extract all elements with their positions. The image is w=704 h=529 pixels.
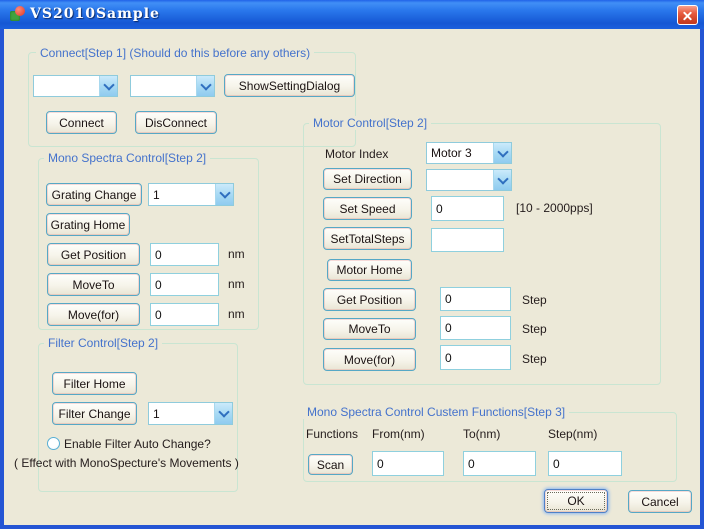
scan-button[interactable]: Scan <box>308 454 353 475</box>
title-bar: VS2010Sample <box>0 0 704 29</box>
ok-button[interactable]: OK <box>544 489 608 513</box>
motor-position-unit: Step <box>522 293 547 307</box>
chevron-down-icon[interactable] <box>493 143 511 163</box>
filter-auto-change-label: Enable Filter Auto Change? <box>64 437 211 451</box>
window-title: VS2010Sample <box>30 6 160 22</box>
filter-group-label: Filter Control[Step 2] <box>44 336 163 350</box>
set-speed-button[interactable]: Set Speed <box>323 197 412 220</box>
connect-combo-2[interactable] <box>130 75 215 97</box>
motor-moveto-input[interactable] <box>440 316 511 340</box>
mono-get-position-button[interactable]: Get Position <box>47 243 140 266</box>
scan-from-input[interactable] <box>372 451 444 476</box>
cancel-button[interactable]: Cancel <box>628 490 692 513</box>
connect-group-label: Connect[Step 1] (Should do this before a… <box>36 46 315 60</box>
filter-note: ( Effect with MonoSpecture's Movements ) <box>14 456 239 470</box>
grating-select[interactable]: 1 <box>148 183 234 206</box>
motor-get-position-button[interactable]: Get Position <box>323 288 416 311</box>
app-icon <box>9 6 25 22</box>
motor-index-value: Motor 3 <box>431 146 472 160</box>
mono-movefor-input[interactable] <box>150 303 219 326</box>
grating-home-button[interactable]: Grating Home <box>46 213 130 236</box>
grating-change-button[interactable]: Grating Change <box>46 183 142 206</box>
scan-to-input[interactable] <box>463 451 536 476</box>
filter-auto-change-radio[interactable] <box>47 437 60 450</box>
chevron-down-icon[interactable] <box>215 184 233 205</box>
mono-moveto-button[interactable]: MoveTo <box>47 273 140 296</box>
scan-step-input[interactable] <box>548 451 622 476</box>
motor-total-steps-input[interactable] <box>431 228 504 252</box>
chevron-down-icon[interactable] <box>493 170 511 190</box>
disconnect-button[interactable]: DisConnect <box>135 111 217 134</box>
chevron-down-icon[interactable] <box>196 76 214 96</box>
mono-position-input[interactable] <box>150 243 219 266</box>
filter-select-value: 1 <box>153 406 160 421</box>
mono-position-unit: nm <box>228 247 245 261</box>
scan-functions-label: Functions <box>306 427 359 441</box>
motor-moveto-button[interactable]: MoveTo <box>323 318 416 340</box>
scan-from-label: From(nm) <box>372 427 425 441</box>
scan-to-label: To(nm) <box>463 427 501 441</box>
motor-speed-range-label: [10 - 2000pps] <box>516 201 593 215</box>
mono-movefor-button[interactable]: Move(for) <box>47 303 140 326</box>
set-total-steps-button[interactable]: SetTotalSteps <box>323 227 412 250</box>
show-setting-dialog-button[interactable]: ShowSettingDialog <box>224 74 355 97</box>
scan-group-label: Mono Spectra Control Custem Functions[St… <box>303 405 570 419</box>
scan-step-label: Step(nm) <box>548 427 598 441</box>
motor-position-input[interactable] <box>440 287 511 311</box>
motor-group-label: Motor Control[Step 2] <box>309 116 432 130</box>
motor-direction-select[interactable] <box>426 169 512 191</box>
motor-index-select[interactable]: Motor 3 <box>426 142 512 164</box>
motor-speed-input[interactable] <box>431 196 504 221</box>
app-icon-green-part <box>10 11 20 21</box>
motor-groupbox <box>303 123 661 385</box>
app-icon-red-part <box>15 6 25 16</box>
chevron-down-icon[interactable] <box>99 76 117 96</box>
filter-select[interactable]: 1 <box>148 402 233 425</box>
mono-spectra-group-label: Mono Spectra Control[Step 2] <box>44 151 211 165</box>
motor-movefor-unit: Step <box>522 352 547 366</box>
filter-home-button[interactable]: Filter Home <box>52 372 137 395</box>
connect-button[interactable]: Connect <box>46 111 117 134</box>
motor-home-button[interactable]: Motor Home <box>327 259 412 281</box>
close-button[interactable] <box>677 5 698 25</box>
mono-moveto-unit: nm <box>228 277 245 291</box>
motor-movefor-input[interactable] <box>440 345 511 370</box>
chevron-down-icon[interactable] <box>214 403 232 424</box>
grating-select-value: 1 <box>153 187 160 202</box>
mono-movefor-unit: nm <box>228 307 245 321</box>
set-direction-button[interactable]: Set Direction <box>323 168 412 190</box>
mono-moveto-input[interactable] <box>150 273 219 296</box>
connect-combo-1[interactable] <box>33 75 118 97</box>
motor-moveto-unit: Step <box>522 322 547 336</box>
motor-movefor-button[interactable]: Move(for) <box>323 348 416 371</box>
motor-index-label: Motor Index <box>325 147 389 161</box>
filter-change-button[interactable]: Filter Change <box>52 402 137 425</box>
